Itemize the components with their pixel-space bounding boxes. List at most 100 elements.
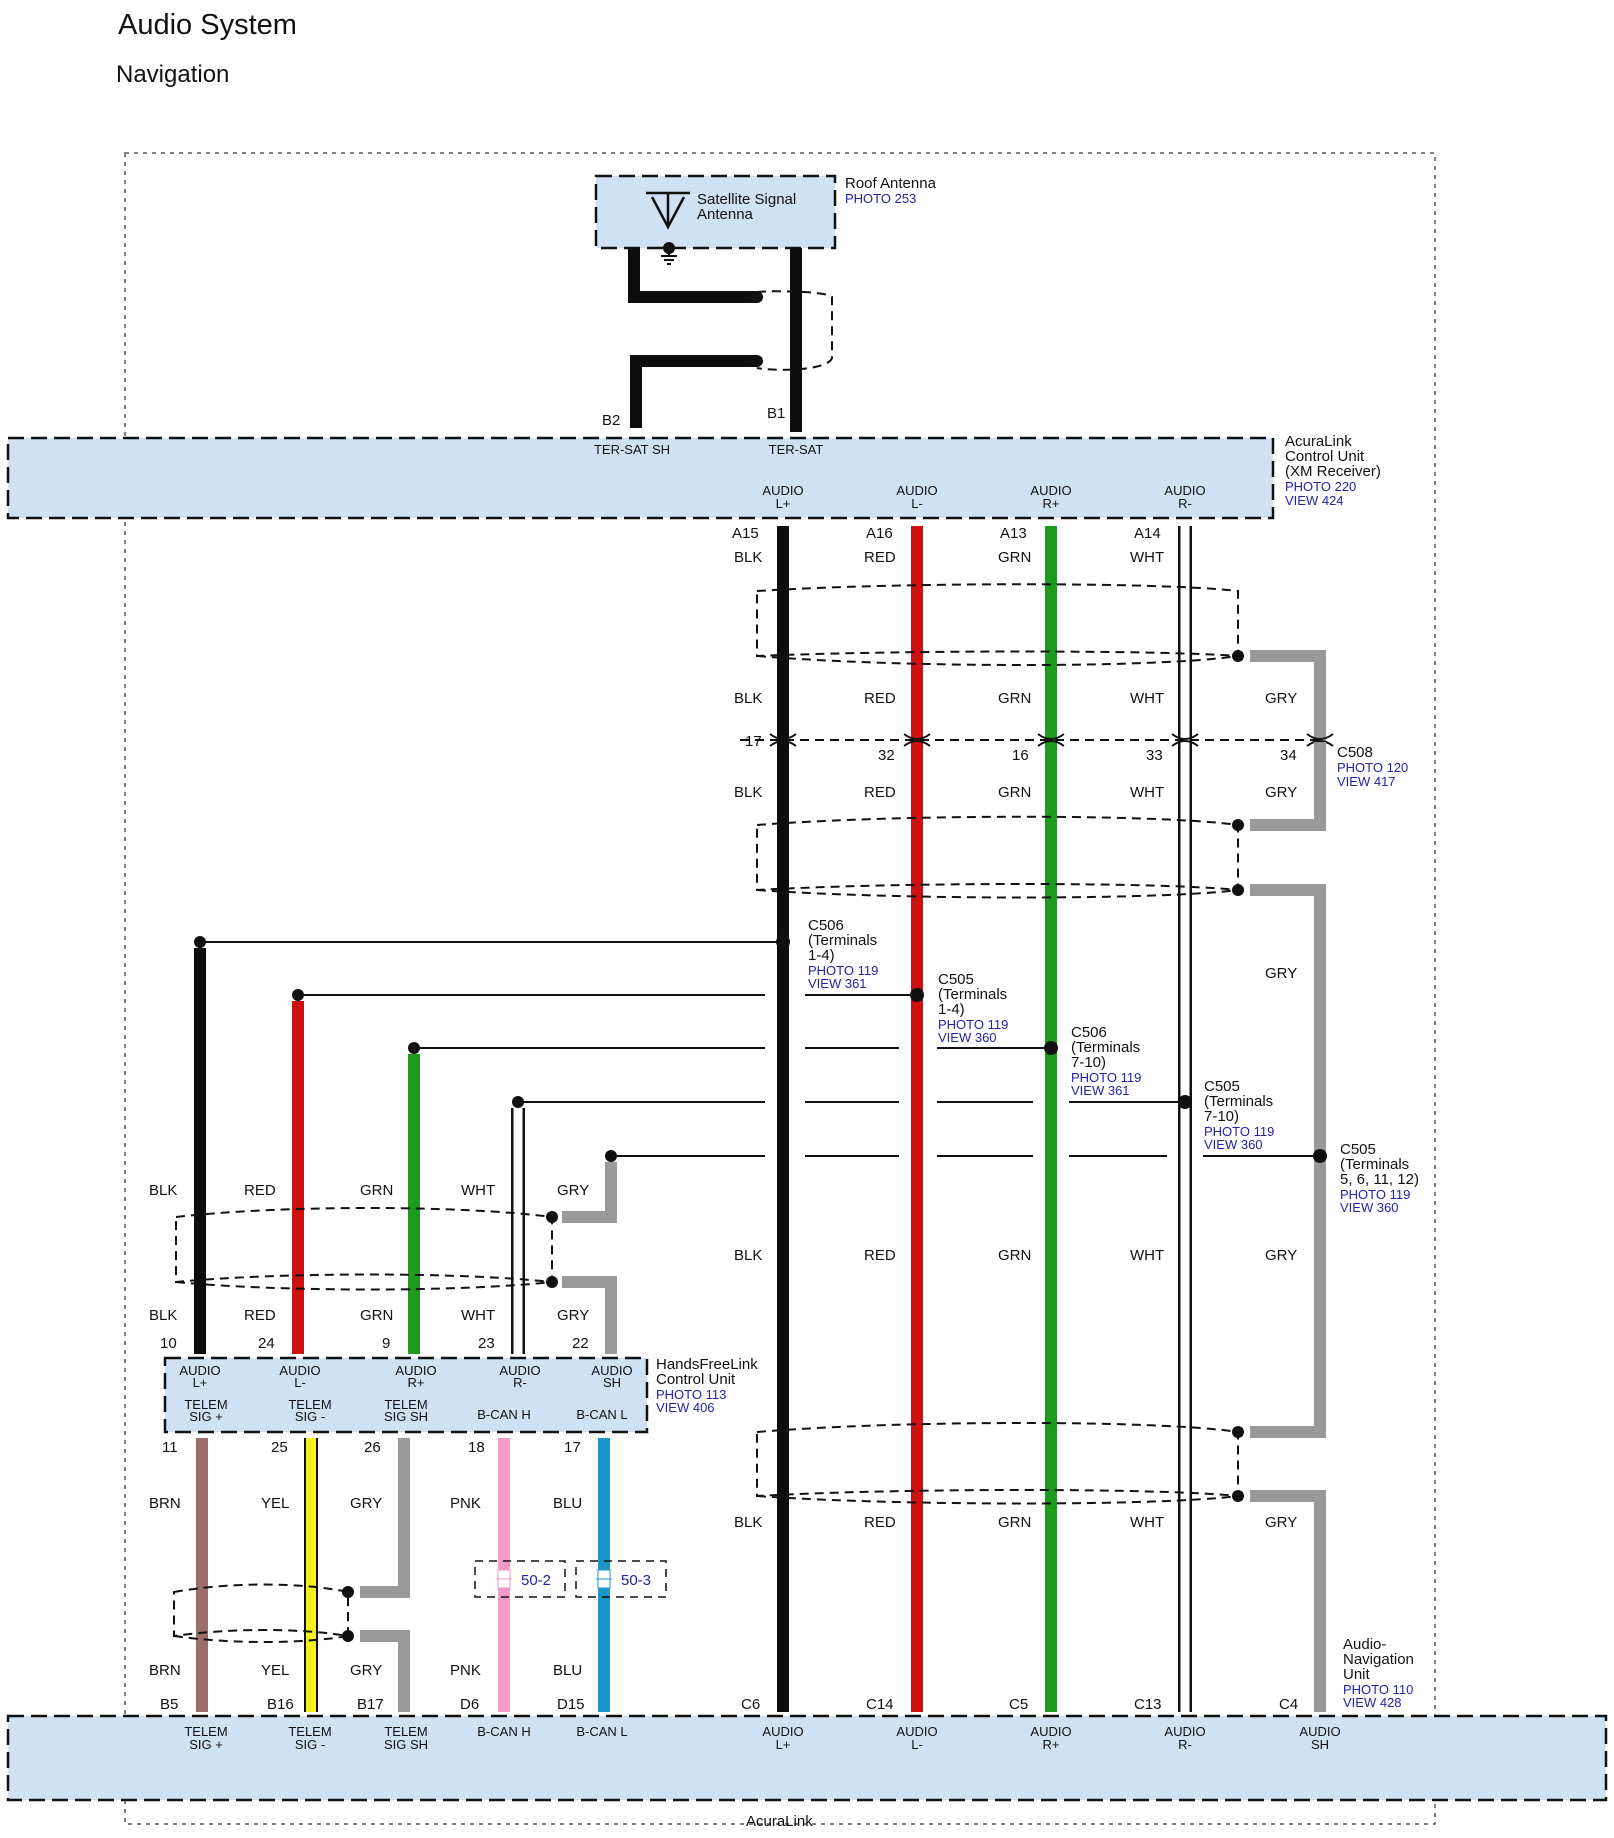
- splice-4-name-1: C505: [1204, 1078, 1240, 1095]
- c508-pin-32: 32: [878, 747, 895, 764]
- color-code: GRN: [998, 549, 1031, 566]
- color-code: GRN: [998, 784, 1031, 801]
- handsfree-bottom-name: B-CAN L: [576, 1407, 627, 1422]
- acuralink-label-3: (XM Receiver): [1285, 463, 1381, 480]
- antenna-pin-name-b1: TER-SAT: [769, 442, 824, 457]
- color-code: GRY: [350, 1662, 382, 1679]
- handsfree-top-name: AUDIO: [499, 1363, 540, 1378]
- bottom-pin-name: SIG +: [189, 1737, 223, 1752]
- audio-nav-label-2: Navigation: [1343, 1651, 1414, 1668]
- c508-view[interactable]: VIEW 417: [1337, 774, 1396, 789]
- page-ref-box-50-2[interactable]: [474, 1560, 566, 1598]
- color-code: BRN: [149, 1495, 181, 1512]
- c508-name: C508: [1337, 744, 1373, 761]
- color-code: RED: [244, 1182, 276, 1199]
- handsfree-pin-24: 24: [258, 1335, 275, 1352]
- color-code: WHT: [461, 1182, 495, 1199]
- audio-nav-photo[interactable]: PHOTO 110: [1343, 1682, 1413, 1697]
- c508-photo[interactable]: PHOTO 120: [1337, 760, 1408, 775]
- acuralink-pin-a16: A16: [866, 525, 893, 542]
- bottom-pin-name: SIG SH: [384, 1737, 428, 1752]
- page-ref-box-50-3[interactable]: [575, 1560, 667, 1598]
- roof-antenna-photo[interactable]: PHOTO 253: [845, 191, 916, 206]
- splice-2-photo[interactable]: PHOTO 119: [938, 1017, 1008, 1032]
- color-code: GRN: [360, 1307, 393, 1324]
- color-code: WHT: [1130, 784, 1164, 801]
- splice-2-name-3: 1-4): [938, 1001, 965, 1018]
- antenna-name-2: Antenna: [697, 206, 754, 223]
- bottom-pin-name: B-CAN H: [477, 1724, 530, 1739]
- splice-3-view[interactable]: VIEW 361: [1071, 1083, 1130, 1098]
- color-code: RED: [864, 784, 896, 801]
- color-code: WHT: [1130, 690, 1164, 707]
- color-code: RED: [864, 1514, 896, 1531]
- handsfree-bottom-name: SIG +: [189, 1409, 223, 1424]
- acuralink-pin-name-l-plus-1: AUDIO: [762, 483, 803, 498]
- antenna-box: [594, 174, 837, 250]
- handsfree-top-name: R+: [408, 1375, 425, 1390]
- color-code: GRY: [1265, 965, 1297, 982]
- handsfree-view[interactable]: VIEW 406: [656, 1400, 715, 1415]
- splice-5-name-1: C505: [1340, 1141, 1376, 1158]
- bottom-pin: B5: [160, 1696, 178, 1713]
- handsfree-top-name: L-: [294, 1375, 306, 1390]
- page-ref-50-3[interactable]: 50-3: [621, 1572, 651, 1589]
- color-code: GRY: [1265, 1514, 1297, 1531]
- handsfree-label-1: HandsFreeLink: [656, 1356, 758, 1373]
- bottom-pin-name: R+: [1043, 1737, 1060, 1752]
- handsfree-bottom-name: TELEM: [384, 1397, 427, 1412]
- branch-wires: [194, 935, 1327, 1354]
- bottom-pin-name: SH: [1311, 1737, 1329, 1752]
- antenna-pin-b2: B2: [602, 412, 620, 429]
- acuralink-view[interactable]: VIEW 424: [1285, 493, 1344, 508]
- bottom-unit-box: [6, 1714, 1608, 1802]
- acuralink-pin-name-l-plus-2: L+: [776, 496, 791, 511]
- splice-4-photo[interactable]: PHOTO 119: [1204, 1124, 1274, 1139]
- handsfree-photo[interactable]: PHOTO 113: [656, 1387, 726, 1402]
- acuralink-photo[interactable]: PHOTO 220: [1285, 479, 1356, 494]
- handsfree-pin-18: 18: [468, 1439, 485, 1456]
- bottom-pin: D15: [557, 1696, 585, 1713]
- page-subtitle: Navigation: [116, 61, 229, 88]
- acuralink-pin-a15: A15: [732, 525, 759, 542]
- page-title: Audio System: [118, 9, 297, 41]
- bottom-pin-name: AUDIO: [1030, 1724, 1071, 1739]
- audio-nav-view[interactable]: VIEW 428: [1343, 1695, 1402, 1710]
- splice-3-name-2: (Terminals: [1071, 1039, 1140, 1056]
- page-ref-50-2[interactable]: 50-2: [521, 1572, 551, 1589]
- splice-3-photo[interactable]: PHOTO 119: [1071, 1070, 1141, 1085]
- splice-2-view[interactable]: VIEW 360: [938, 1030, 997, 1045]
- splice-4-view[interactable]: VIEW 360: [1204, 1137, 1263, 1152]
- handsfree-top-name: L+: [193, 1375, 208, 1390]
- splice-1-photo[interactable]: PHOTO 119: [808, 963, 878, 978]
- color-code: YEL: [261, 1495, 289, 1512]
- splice-3-name-3: 7-10): [1071, 1054, 1106, 1071]
- color-code: BRN: [149, 1662, 181, 1679]
- handsfree-top-name: AUDIO: [179, 1363, 220, 1378]
- bottom-pin-name: AUDIO: [1164, 1724, 1205, 1739]
- splice-1-name-1: C506: [808, 917, 844, 934]
- splice-1-view[interactable]: VIEW 361: [808, 976, 867, 991]
- splice-1-name-2: (Terminals: [808, 932, 877, 949]
- bottom-pin: C14: [866, 1696, 894, 1713]
- splice-5-name-2: (Terminals: [1340, 1156, 1409, 1173]
- color-code: GRY: [1265, 690, 1297, 707]
- splice-5-view[interactable]: VIEW 360: [1340, 1200, 1399, 1215]
- handsfree-pin-11: 11: [162, 1439, 178, 1456]
- color-code: GRN: [998, 690, 1031, 707]
- acuralink-label-2: Control Unit: [1285, 448, 1365, 465]
- acuralink-unit-box: [6, 436, 1275, 520]
- handsfree-pin-26: 26: [364, 1439, 381, 1456]
- bottom-pin: B17: [357, 1696, 384, 1713]
- splice-5-name-3: 5, 6, 11, 12): [1340, 1171, 1419, 1188]
- handsfree-bottom-name: B-CAN H: [477, 1407, 530, 1422]
- bottom-pin-name: SIG -: [295, 1737, 325, 1752]
- acuralink-label-1: AcuraLink: [1285, 433, 1352, 450]
- color-code: BLK: [734, 549, 762, 566]
- splice-5-photo[interactable]: PHOTO 119: [1340, 1187, 1410, 1202]
- handsfree-pin-23: 23: [478, 1335, 495, 1352]
- acuralink-pin-name-r-minus-2: R-: [1178, 496, 1192, 511]
- c508-pin-16: 16: [1012, 747, 1029, 764]
